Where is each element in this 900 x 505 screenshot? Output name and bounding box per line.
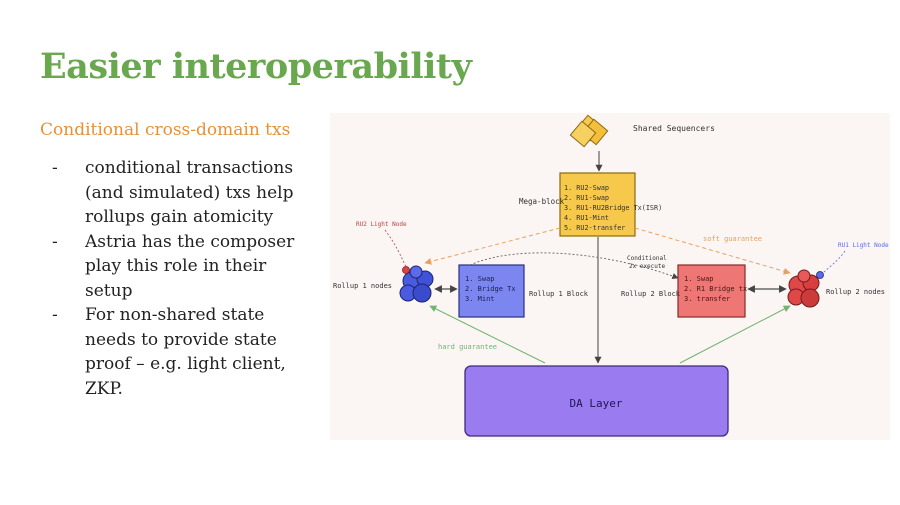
rollup2-nodes-label: Rollup 2 nodes [826, 288, 885, 296]
bullet-text: Astria has the composer play this role i… [85, 231, 295, 301]
rollup1-nodes-icon [399, 265, 434, 303]
mega-block-item: 5. RU2-transfer [564, 224, 625, 232]
bullet-item: - conditional transactions (and simulate… [50, 156, 310, 230]
shared-sequencers-label: Shared Sequencers [633, 124, 715, 133]
rollup1-block-item: 1. Swap [465, 275, 495, 283]
soft-guarantee-label: soft guarantee [703, 235, 762, 243]
conditional-arrow [469, 252, 679, 280]
conditional-label-2: 2x execute [629, 263, 666, 270]
rollup2-block-item: 2. R1 Bridge tx [684, 285, 747, 293]
bullet-item: - For non-shared state needs to provide … [50, 303, 310, 401]
bullet-item: - Astria has the composer play this role… [50, 230, 310, 304]
rollup2-block-item: 3. transfer [684, 295, 730, 303]
rollup2-block-item: 1. Swap [684, 275, 714, 283]
bullet-marker: - [52, 158, 58, 178]
ru1-light-node-pointer [822, 250, 846, 274]
rollup1-nodes-label: Rollup 1 nodes [333, 282, 392, 290]
rollup2-nodes-icon [787, 269, 824, 308]
soft-arrow-left [424, 227, 561, 265]
da-layer-label: DA Layer [570, 397, 623, 410]
rollup1-block [458, 264, 525, 318]
mega-block-label: Mega-block [519, 197, 565, 206]
bullet-text: For non-shared state needs to provide st… [85, 305, 286, 399]
bullet-marker: - [52, 231, 58, 252]
rollup1-block-item: 2. Bridge Tx [465, 285, 516, 293]
mega-block-list: 1. RU2-Swap 2. RU1-Swap 3. RU1-RU2Bridge… [564, 184, 662, 232]
mega-block-item: 2. RU1-Swap [564, 194, 609, 202]
mega-block [559, 172, 636, 237]
bullet-text: conditional transactions (and simulated)… [85, 158, 294, 227]
soft-arrow-right [634, 227, 791, 275]
rollup2-block-label: Rollup 2 Block [621, 290, 681, 298]
ru2-light-node-pointer [384, 229, 407, 268]
rollup2-block [677, 264, 746, 318]
rollup2-block-list: 1. Swap 2. R1 Bridge tx 3. transfer [684, 275, 747, 303]
hard-arrow-left [429, 305, 546, 364]
bullet-list: - conditional transactions (and simulate… [50, 156, 310, 401]
slide-title: Easier interoperability [40, 46, 472, 87]
rollup1-block-list: 1. Swap 2. Bridge Tx 3. Mint [465, 275, 516, 303]
rollup1-block-label: Rollup 1 Block [529, 290, 589, 298]
mega-block-item: 4. RU1-Mint [564, 214, 609, 222]
conditional-label-1: Conditional [627, 255, 667, 262]
hard-guarantee-label: hard guarantee [438, 343, 497, 351]
shared-sequencers-icon [569, 114, 609, 148]
ru1-light-node-label: RU1 Light Node [838, 242, 889, 249]
rollup1-block-item: 3. Mint [465, 295, 495, 303]
mega-block-item: 3. RU1-RU2Bridge Tx(ISR) [564, 204, 662, 212]
architecture-diagram: Shared Sequencers Mega-block 1. RU2-Swap… [330, 113, 890, 440]
ru2-light-node-label: RU2 Light Node [356, 221, 407, 228]
bullet-marker: - [52, 305, 58, 325]
mega-block-item: 1. RU2-Swap [564, 184, 609, 192]
da-layer [464, 365, 729, 437]
slide-subtitle: Conditional cross-domain txs [40, 120, 291, 140]
hard-arrow-right [679, 305, 791, 364]
